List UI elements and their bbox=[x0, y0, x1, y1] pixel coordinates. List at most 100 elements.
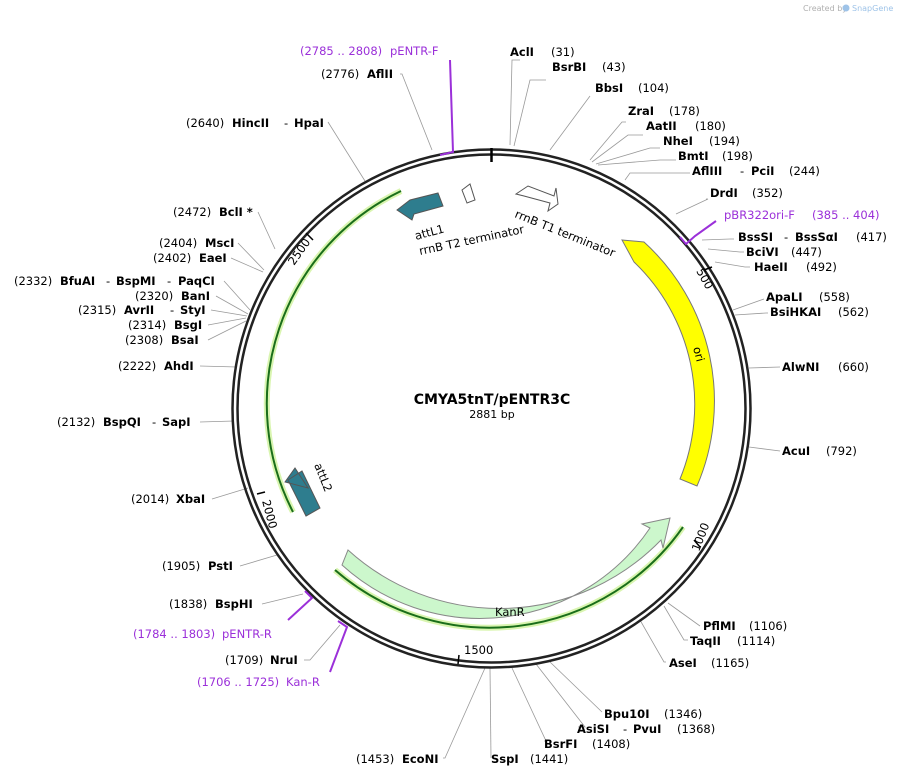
site-name-eaei: EaeI bbox=[199, 251, 227, 265]
site-name-pflmi: PflMI bbox=[703, 619, 736, 633]
primer-name-kan-r: Kan-R bbox=[286, 675, 320, 689]
primer-range-pentr-f: (2785 .. 2808) bbox=[300, 44, 382, 58]
site-pos-hincii: (2640) bbox=[186, 116, 224, 130]
site-pos-bsrbi: (43) bbox=[602, 60, 626, 74]
site-name-zrai: ZraI bbox=[628, 104, 654, 118]
primer-range-kan-r: (1706 .. 1725) bbox=[197, 675, 279, 689]
site-name-bmti: BmtI bbox=[678, 149, 709, 163]
primer-range-pentr-r: (1784 .. 1803) bbox=[133, 627, 215, 641]
site-name-aatii: AatII bbox=[646, 119, 677, 133]
feature-label-rrnb-t1: rrnB T1 terminator bbox=[513, 207, 618, 260]
site-name-avrii: AvrII bbox=[124, 303, 154, 317]
kanr-feature[interactable] bbox=[341, 517, 671, 619]
site-name-bsgi: BsgI bbox=[174, 318, 202, 332]
site-name-bani: BanI bbox=[181, 289, 210, 303]
site-name-acli: AclI bbox=[510, 45, 534, 59]
site-name-bpu10i: Bpu10I bbox=[604, 707, 649, 721]
tick-label-1500: 1500 bbox=[464, 643, 493, 657]
site-name-acui: AcuI bbox=[782, 444, 810, 458]
site-name-bsrbi: BsrBI bbox=[552, 60, 586, 74]
credit-brand: SnapGene bbox=[852, 4, 893, 13]
site-pos-psti: (1905) bbox=[162, 559, 200, 573]
orf-arcs bbox=[263, 188, 686, 631]
site-name-xbai: XbaI bbox=[176, 492, 205, 506]
site-pos-bspqi: (2132) bbox=[57, 415, 95, 429]
site-name-bbsi: BbsI bbox=[595, 81, 623, 95]
site-pos-msci: (2404) bbox=[159, 236, 197, 250]
plasmid-name: CMYA5tnT/pENTR3C bbox=[414, 392, 571, 408]
site-name-bsihkai: BsiHKAI bbox=[770, 305, 821, 319]
primer-name-pentr-f: pENTR-F bbox=[390, 44, 438, 58]
site-pos-drdi: (352) bbox=[752, 186, 783, 200]
site-name-psti: PstI bbox=[208, 559, 233, 573]
site-sep-bfuai: - bbox=[106, 274, 110, 288]
site-name-taqii: TaqII bbox=[690, 634, 721, 648]
site-sep-asisi: - bbox=[623, 722, 627, 736]
attl2-feature[interactable] bbox=[284, 467, 321, 517]
site-name-hpai: HpaI bbox=[294, 116, 324, 130]
site-name-aflii: AflII bbox=[367, 67, 393, 81]
site-name-bsai: BsaI bbox=[171, 333, 199, 347]
feature-label-ori: ori bbox=[690, 345, 707, 363]
site-pos-bani: (2320) bbox=[135, 289, 173, 303]
site-name-bspmi: BspMI bbox=[116, 274, 156, 288]
primer-name-pentr-r: pENTR-R bbox=[222, 627, 272, 641]
site-pos-aflii: (2776) bbox=[321, 67, 359, 81]
site-pos-acli: (31) bbox=[551, 45, 575, 59]
site-name-sspi: SspI bbox=[491, 752, 519, 766]
site-pos-pflmi: (1106) bbox=[749, 619, 787, 633]
site-pos-alwni: (660) bbox=[838, 360, 869, 374]
site-name-hincii: HincII bbox=[232, 116, 269, 130]
site-name-bcli: BclI * bbox=[219, 205, 253, 219]
site-name-haeii: HaeII bbox=[754, 260, 788, 274]
rrnb-t1-feature[interactable] bbox=[514, 185, 559, 213]
position-ticks bbox=[256, 232, 713, 665]
feature-label-attl2: attL2 bbox=[311, 461, 335, 494]
site-name-alwni: AlwNI bbox=[782, 360, 819, 374]
site-pos-asei: (1165) bbox=[711, 656, 749, 670]
site-pos-bpu10i: (1346) bbox=[664, 707, 702, 721]
site-pos-afliii: (244) bbox=[789, 164, 820, 178]
rrnb-t2-feature[interactable] bbox=[461, 183, 476, 204]
site-sep-bspqi: - bbox=[152, 415, 156, 429]
site-name-ahdi: AhdI bbox=[164, 359, 194, 373]
site-pos-bsgi: (2314) bbox=[128, 318, 166, 332]
site-pos-eaei: (2402) bbox=[153, 251, 191, 265]
site-sep-hincii: - bbox=[284, 116, 288, 130]
tick-label-2000: 2000 bbox=[259, 498, 280, 530]
site-pos-bsphi: (1838) bbox=[169, 597, 207, 611]
site-name-nrui: NruI bbox=[270, 653, 298, 667]
site-pos-bsssi: (417) bbox=[856, 230, 887, 244]
site-pos-zrai: (178) bbox=[669, 104, 700, 118]
site-pos-bcivi: (447) bbox=[791, 245, 822, 259]
site-name-paqci: PaqCI bbox=[178, 274, 215, 288]
site-pos-bbsi: (104) bbox=[638, 81, 669, 95]
primer-name-pbr322ori-f: pBR322ori-F bbox=[724, 208, 795, 222]
site-name-nhei: NheI bbox=[663, 134, 693, 148]
site-pos-haeii: (492) bbox=[806, 260, 837, 274]
site-name-bspqi: BspQI bbox=[103, 415, 141, 429]
site-pos-bmti: (198) bbox=[722, 149, 753, 163]
site-pos-ahdi: (2222) bbox=[118, 359, 156, 373]
site-pos-bsai: (2308) bbox=[125, 333, 163, 347]
site-pos-econi: (1453) bbox=[356, 752, 394, 766]
site-pos-asisi: (1368) bbox=[677, 722, 715, 736]
site-sep-bsssi: - bbox=[784, 230, 788, 244]
site-name-bsrfi: BsrFI bbox=[544, 737, 577, 751]
primer-marks bbox=[287, 59, 717, 673]
site-name-msci: MscI bbox=[205, 236, 234, 250]
site-pos-bfuai: (2332) bbox=[14, 274, 52, 288]
tick-label-2500: 2500 bbox=[285, 236, 313, 268]
site-pos-sspi: (1441) bbox=[530, 752, 568, 766]
site-sep-afliii: - bbox=[740, 164, 744, 178]
ori-feature[interactable] bbox=[621, 239, 715, 487]
site-name-apali: ApaLI bbox=[766, 290, 803, 304]
site-name-afliii: AflIII bbox=[692, 164, 722, 178]
site-name-bsphi: BspHI bbox=[215, 597, 253, 611]
site-pos-aatii: (180) bbox=[695, 119, 726, 133]
attl1-feature[interactable] bbox=[396, 192, 444, 221]
feature-label-kanr: KanR bbox=[495, 605, 525, 619]
site-pos-nhei: (194) bbox=[709, 134, 740, 148]
site-name-pcii: PciI bbox=[751, 164, 774, 178]
